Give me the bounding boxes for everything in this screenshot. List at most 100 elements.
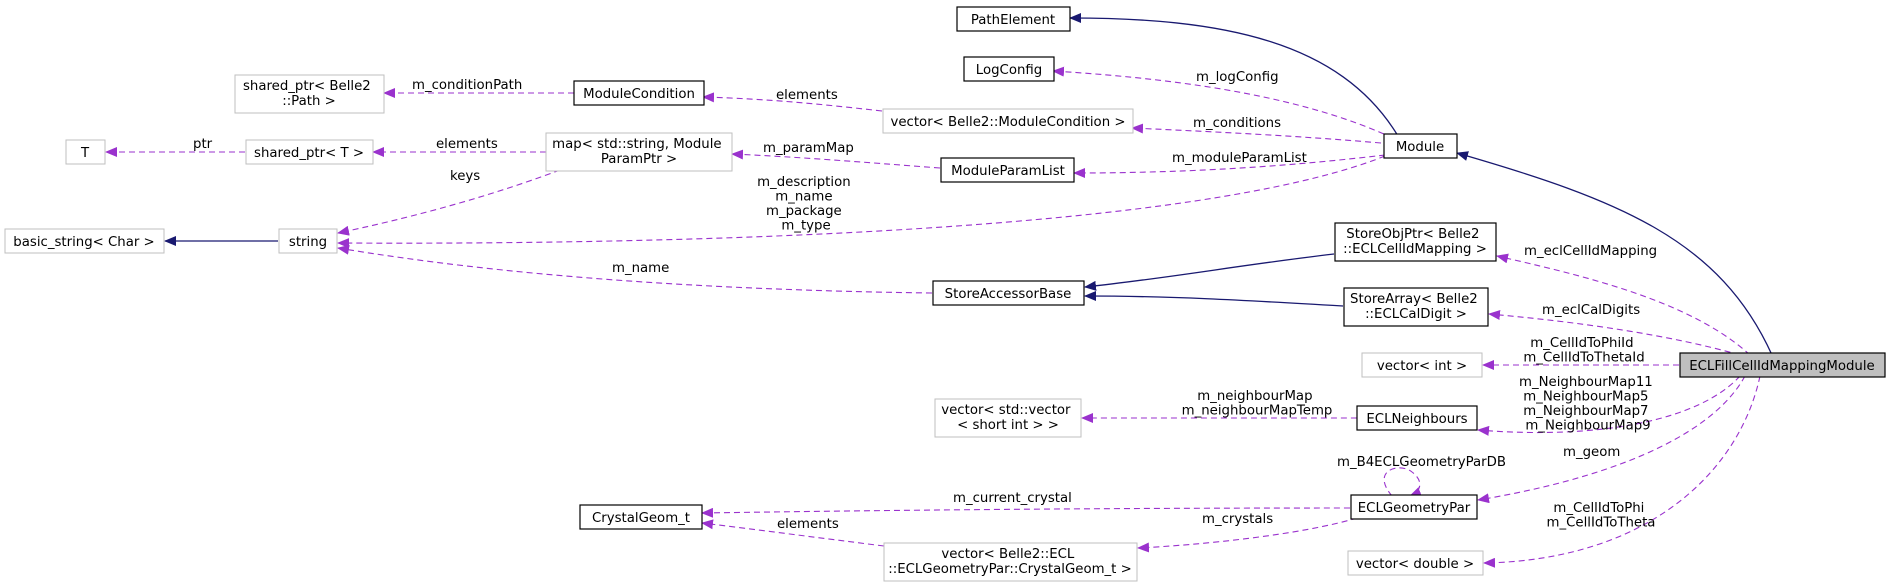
- node-ecl-fill-label: ECLFillCellIdMappingModule: [1689, 359, 1875, 374]
- node-crystal-geom-label: CrystalGeom_t: [592, 511, 690, 526]
- node-string[interactable]: string: [278, 228, 338, 254]
- node-vector-short-line-1: < short int > >: [957, 418, 1059, 433]
- edge-label-ecl-cal-digits: m_eclCalDigits: [1542, 303, 1640, 318]
- node-map-module-param-line-0: map< std::string, Module: [552, 137, 721, 152]
- edge-geometrypar-vectorcrystal: [1137, 517, 1358, 553]
- edge-label-geom: m_geom: [1563, 445, 1620, 460]
- node-store-array-line-0: StoreArray< Belle2: [1350, 292, 1478, 307]
- edge-vectorcrystal-crystalgeom: [701, 519, 885, 547]
- edge-module-paramlist: [1073, 154, 1386, 178]
- edge-geometrypar-self: [1383, 467, 1423, 497]
- edge-label-elements-map: elements: [436, 137, 498, 152]
- edge-label-ptr: ptr: [193, 137, 213, 152]
- edge-label-cell-id-int-1: m_CellIdToThetaId: [1523, 351, 1644, 366]
- node-module-condition[interactable]: ModuleCondition: [573, 80, 705, 106]
- node-vector-short-label: vector< std::vector < short int > >: [941, 403, 1075, 433]
- edge-label-crystals: m_crystals: [1202, 512, 1273, 527]
- edge-paramlist-map: [731, 149, 941, 169]
- edge-label-module-strings-2: m_package: [766, 204, 842, 219]
- edge-module-pathelement: [1069, 13, 1399, 137]
- node-store-accessor-base[interactable]: StoreAccessorBase: [932, 280, 1085, 306]
- edge-ecl-storearray: [1488, 309, 1741, 356]
- node-crystal-geom[interactable]: CrystalGeom_t: [579, 504, 703, 530]
- edge-ecl-vectordouble: [1483, 375, 1761, 568]
- node-basic-string[interactable]: basic_string< Char >: [4, 228, 165, 254]
- edge-storeobjptr-accessor: [1084, 253, 1335, 291]
- node-log-config-label: LogConfig: [976, 63, 1042, 78]
- edge-label-cell-id-double-0: m_CellIdToPhi: [1553, 501, 1644, 516]
- node-t[interactable]: T: [65, 139, 106, 165]
- node-ecl-geometry-par-label: ECLGeometryPar: [1358, 501, 1471, 516]
- edge-label-elements-condition: elements: [776, 88, 838, 103]
- edge-label-neighbours-0: m_NeighbourMap11: [1519, 375, 1653, 390]
- node-t-label: T: [80, 146, 90, 161]
- edge-module-vectorcondition: [1131, 123, 1382, 144]
- node-path-element[interactable]: PathElement: [956, 6, 1071, 32]
- node-vector-module-condition-label: vector< Belle2::ModuleCondition >: [890, 115, 1125, 130]
- edge-label-neighbour-map-1: m_neighbourMapTemp: [1182, 404, 1333, 419]
- edge-ecl-storeobjptr: [1496, 253, 1751, 356]
- edge-label-elements-crystal: elements: [777, 517, 839, 532]
- node-vector-crystal-geom[interactable]: vector< Belle2::ECL ::ECLGeometryPar::Cr…: [883, 542, 1138, 582]
- node-shared-ptr-path-line-0: shared_ptr< Belle2: [243, 79, 371, 94]
- edge-label-cell-id-double: m_CellIdToPhi m_CellIdToTheta: [1547, 501, 1656, 531]
- node-store-obj-ptr[interactable]: StoreObjPtr< Belle2 ::ECLCellIdMapping >: [1334, 222, 1497, 262]
- node-log-config[interactable]: LogConfig: [963, 56, 1055, 82]
- edge-label-condition-path: m_conditionPath: [412, 78, 522, 93]
- node-module-param-list[interactable]: ModuleParamList: [940, 157, 1075, 183]
- node-vector-short[interactable]: vector< std::vector < short int > >: [934, 398, 1082, 438]
- node-store-array-label: StoreArray< Belle2 ::ECLCalDigit >: [1350, 292, 1482, 322]
- edge-label-ecl-cell-id-mapping: m_eclCellIdMapping: [1524, 244, 1657, 259]
- edge-label-module-strings: m_description m_name m_package m_type: [757, 175, 855, 234]
- edge-label-module-strings-3: m_type: [781, 219, 830, 234]
- node-store-obj-ptr-line-1: ::ECLCellIdMapping >: [1343, 242, 1487, 257]
- edge-ecl-module: [1456, 151, 1773, 356]
- node-string-label: string: [289, 235, 327, 250]
- node-shared-ptr-path-label: shared_ptr< Belle2 ::Path >: [243, 79, 375, 109]
- edge-module-logconfig: [1052, 66, 1394, 139]
- node-store-obj-ptr-label: StoreObjPtr< Belle2 ::ECLCellIdMapping >: [1343, 227, 1487, 257]
- node-ecl-neighbours-label: ECLNeighbours: [1366, 412, 1467, 427]
- node-map-module-param[interactable]: map< std::string, Module ParamPtr >: [545, 132, 733, 172]
- node-ecl-geometry-par[interactable]: ECLGeometryPar: [1350, 494, 1478, 520]
- node-store-array-line-1: ::ECLCalDigit >: [1365, 307, 1467, 322]
- node-vector-double-label: vector< double >: [1356, 557, 1474, 572]
- node-basic-string-label: basic_string< Char >: [13, 235, 154, 250]
- node-vector-int[interactable]: vector< int >: [1361, 352, 1483, 378]
- edge-ecl-neighbours: [1477, 375, 1741, 436]
- node-vector-module-condition[interactable]: vector< Belle2::ModuleCondition >: [882, 108, 1134, 134]
- node-module-label: Module: [1396, 140, 1444, 155]
- node-module[interactable]: Module: [1383, 133, 1458, 159]
- node-store-array[interactable]: StoreArray< Belle2 ::ECLCalDigit >: [1343, 287, 1489, 327]
- node-vector-double[interactable]: vector< double >: [1347, 550, 1484, 576]
- node-shared-ptr-path-line-1: ::Path >: [282, 94, 336, 109]
- edge-module-string: [337, 155, 1386, 249]
- edge-label-current-crystal: m_current_crystal: [953, 491, 1072, 506]
- edge-label-conditions: m_conditions: [1193, 116, 1281, 131]
- edge-label-cell-id-int-0: m_CellIdToPhiId: [1530, 336, 1633, 351]
- node-map-module-param-label: map< std::string, Module ParamPtr >: [552, 137, 726, 167]
- edge-label-neighbours-1: m_NeighbourMap5: [1523, 390, 1648, 405]
- node-shared-ptr-t-label: shared_ptr< T >: [254, 146, 364, 161]
- edge-geometrypar-crystalgeom: [701, 507, 1351, 518]
- node-path-element-label: PathElement: [971, 13, 1055, 28]
- edges: [105, 13, 1773, 568]
- edge-label-cell-id-double-1: m_CellIdToTheta: [1547, 516, 1656, 531]
- edge-map-string: [337, 169, 561, 236]
- node-vector-crystal-geom-line-1: ::ECLGeometryPar::CrystalGeom_t >: [888, 562, 1132, 577]
- edge-label-neighbours-3: m_NeighbourMap9: [1525, 419, 1650, 434]
- node-shared-ptr-path[interactable]: shared_ptr< Belle2 ::Path >: [234, 74, 385, 114]
- edge-label-module-strings-0: m_description: [757, 175, 851, 190]
- node-vector-int-label: vector< int >: [1377, 359, 1467, 374]
- edge-label-neighbour-map: m_neighbourMap m_neighbourMapTemp: [1182, 389, 1333, 419]
- node-ecl-fill-cell-id-mapping-module[interactable]: ECLFillCellIdMappingModule: [1679, 352, 1886, 378]
- edge-label-neighbours-2: m_NeighbourMap7: [1523, 404, 1648, 419]
- node-ecl-neighbours[interactable]: ECLNeighbours: [1356, 405, 1478, 431]
- node-store-obj-ptr-line-0: StoreObjPtr< Belle2: [1346, 227, 1479, 242]
- edge-label-accessor-name: m_name: [612, 261, 669, 276]
- edge-label-neighbours: m_NeighbourMap11 m_NeighbourMap5 m_Neigh…: [1519, 375, 1657, 434]
- edge-label-cell-id-int: m_CellIdToPhiId m_CellIdToThetaId: [1523, 336, 1644, 366]
- node-vector-crystal-geom-line-0: vector< Belle2::ECL: [941, 547, 1075, 562]
- node-shared-ptr-t[interactable]: shared_ptr< T >: [245, 139, 374, 165]
